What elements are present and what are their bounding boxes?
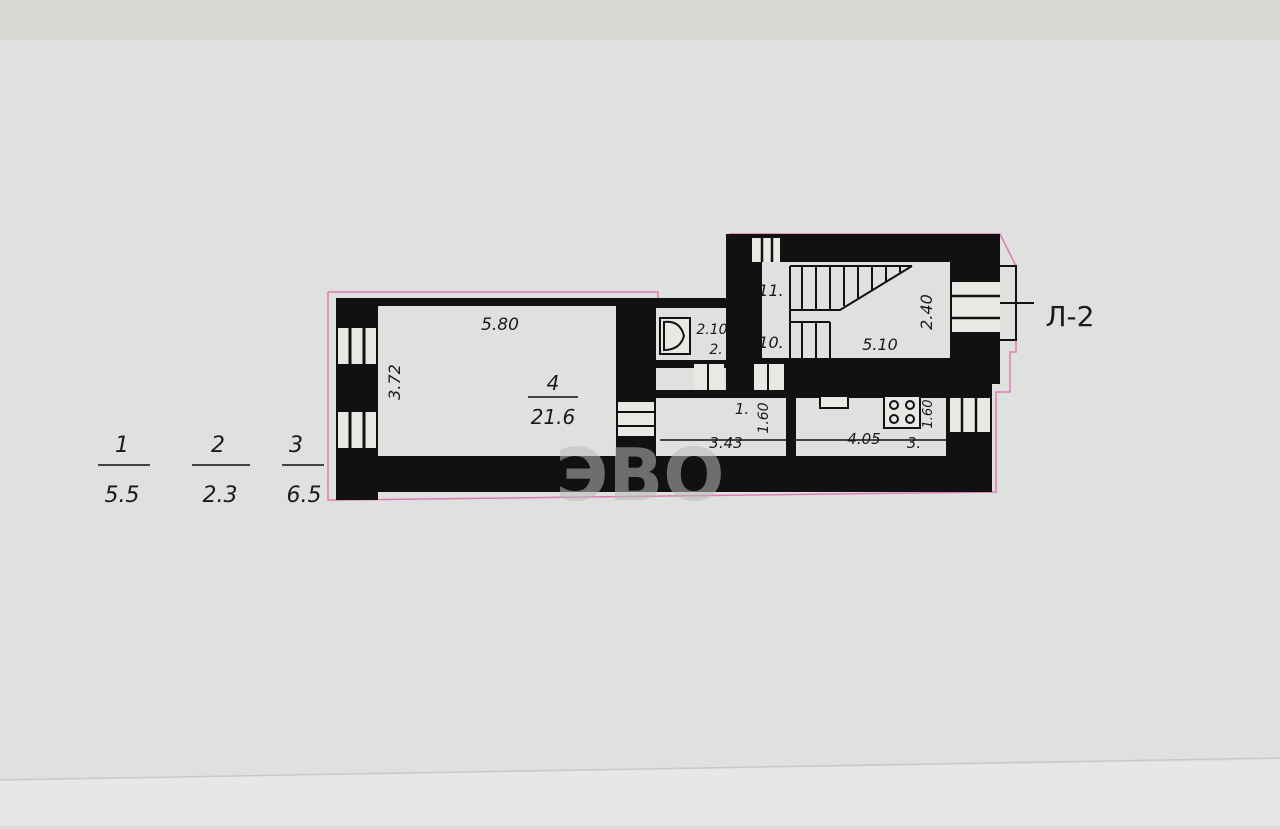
room4-number: 4 bbox=[547, 371, 560, 395]
stove-fixture bbox=[883, 395, 921, 429]
room4-area: 21.6 bbox=[531, 405, 576, 429]
staircase bbox=[789, 265, 913, 358]
dim-stair-width: 5.10 bbox=[862, 335, 898, 354]
dim-wc-width: 2.10 bbox=[696, 322, 727, 338]
window-upper-left bbox=[752, 238, 780, 262]
paper-fold bbox=[0, 760, 1280, 825]
room-number-hall: 1. bbox=[735, 400, 749, 418]
door-room4 bbox=[618, 402, 654, 436]
opening-hall-left bbox=[694, 364, 724, 390]
dim-kitchen-depth: 1.60 bbox=[921, 400, 936, 429]
dim-room4-width: 5.80 bbox=[481, 315, 519, 335]
wall-hall-top bbox=[656, 390, 952, 398]
dim-kitchen-width: 4.05 bbox=[847, 430, 880, 448]
wall-wc-bottom bbox=[656, 360, 730, 368]
dim-stair-depth: 2.40 bbox=[917, 294, 936, 330]
room-number-lower: 10. bbox=[758, 333, 783, 352]
partition-upper bbox=[752, 262, 762, 358]
wall-upper-bottom bbox=[752, 358, 950, 392]
sink-fixture bbox=[819, 395, 849, 409]
room-number-kitchen: 3. bbox=[907, 434, 921, 452]
opening-hall-right bbox=[754, 364, 784, 390]
legend-area: 2.3 bbox=[203, 483, 238, 508]
window-left-lower bbox=[338, 412, 376, 448]
paper-fold-line bbox=[0, 757, 1280, 781]
window-left-upper bbox=[338, 328, 376, 364]
dim-hall-depth: 1.60 bbox=[756, 402, 772, 433]
wall-wc-top bbox=[656, 298, 730, 308]
legend-item-3: 3 6.5 bbox=[282, 433, 324, 508]
legend-item-1: 1 5.5 bbox=[98, 433, 150, 508]
legend-number: 2 bbox=[211, 433, 225, 458]
legend-area: 5.5 bbox=[105, 483, 140, 508]
window-upper-right bbox=[952, 265, 1034, 341]
wall-top bbox=[336, 298, 656, 306]
legend-number: 1 bbox=[115, 433, 129, 458]
dim-hall-width: 3.43 bbox=[709, 434, 742, 452]
legend-item-2: 2 2.3 bbox=[192, 433, 250, 508]
window-kitchen bbox=[950, 398, 990, 432]
watermark-text: ЭВО bbox=[556, 433, 725, 517]
sheet-label: Л-2 bbox=[1046, 300, 1095, 333]
dim-room4-depth: 3.72 bbox=[385, 364, 404, 400]
legend-number: 3 bbox=[289, 433, 303, 458]
partition-hall-kitchen bbox=[786, 360, 796, 456]
room-number-upper: 11. bbox=[758, 281, 783, 300]
room-number-wc: 2. bbox=[709, 342, 722, 358]
paper-top-shadow bbox=[0, 0, 1280, 40]
legend-area: 6.5 bbox=[287, 483, 322, 508]
wall-bottom bbox=[336, 456, 992, 492]
wall-hall-joint bbox=[726, 360, 752, 398]
wc-fixture bbox=[659, 317, 691, 355]
